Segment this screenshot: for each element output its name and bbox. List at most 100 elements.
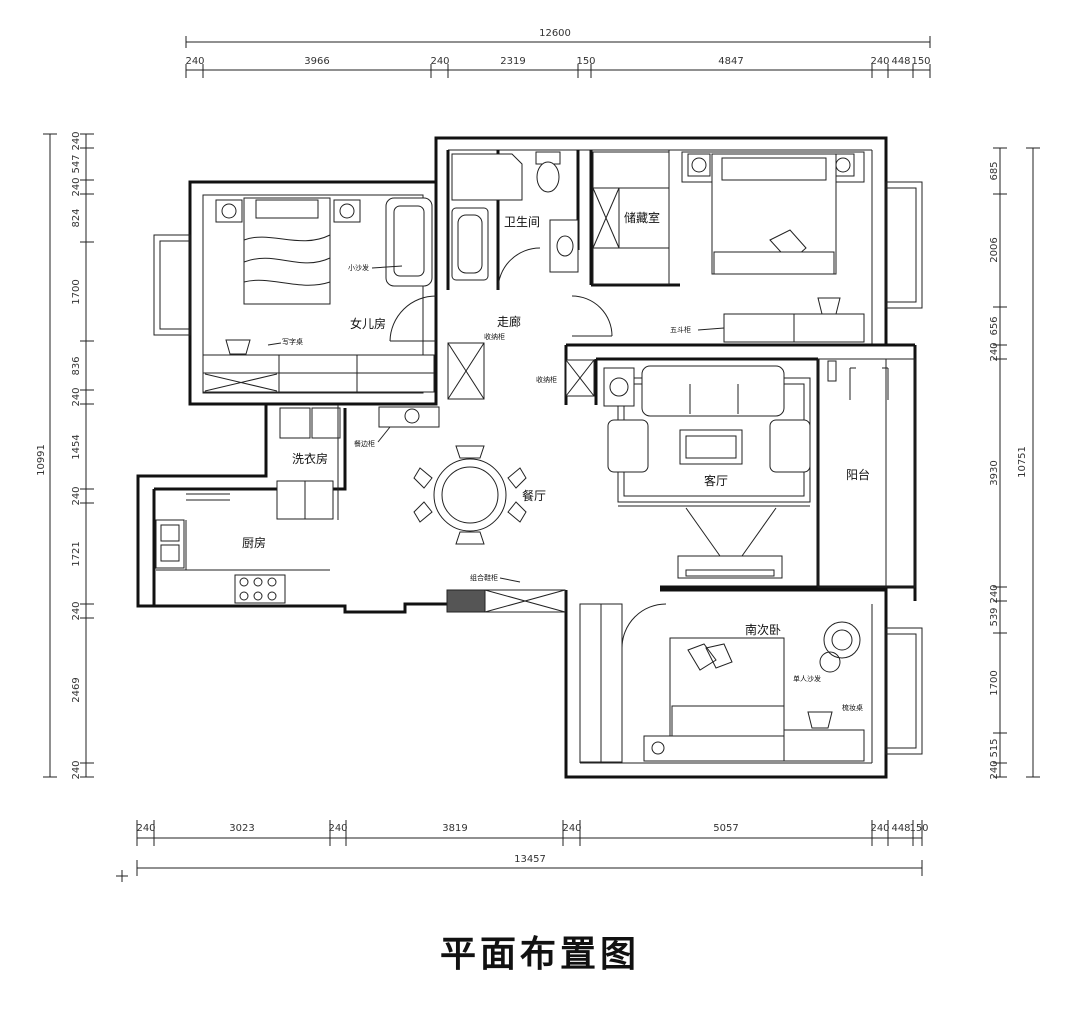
label-vanity: 梳妆桌 <box>842 703 863 712</box>
dining-table <box>433 458 507 532</box>
dim-left-5: 1700 <box>71 279 82 304</box>
dim-top-2: 3966 <box>304 56 329 67</box>
label-chest: 五斗柜 <box>670 325 691 334</box>
living-room-furniture <box>603 360 889 579</box>
dim-left-8: 1454 <box>71 434 82 459</box>
dim-left-10: 1721 <box>71 541 82 566</box>
label-desk: 写字桌 <box>282 337 303 346</box>
dim-right-10: 240 <box>989 760 1000 779</box>
bottom-dimensions: 240 3023 240 3819 240 5057 240 448 150 1… <box>116 820 929 882</box>
room-balcony: 阳台 <box>846 467 870 482</box>
storage-shelf-bottom <box>592 247 670 285</box>
toilet <box>536 161 560 193</box>
sofa <box>641 365 785 417</box>
dim-left-9: 240 <box>71 486 82 505</box>
corridor: 收纳柜 收纳柜 餐边柜 <box>354 295 613 448</box>
dim-top-5: 150 <box>576 56 595 67</box>
dim-top-1: 240 <box>185 56 204 67</box>
dim-left-1: 240 <box>71 131 82 150</box>
washer <box>279 407 311 439</box>
dim-left-total: 10991 <box>36 444 47 476</box>
single-sofa <box>823 621 861 659</box>
dim-bottom-2: 3023 <box>229 823 254 834</box>
windows <box>153 181 923 755</box>
sideboard <box>378 406 440 428</box>
dim-left-13: 240 <box>71 760 82 779</box>
daughter-room-furniture: 小沙发 写字桌 <box>202 197 435 393</box>
room-south-bedroom: 南次卧 <box>745 622 781 637</box>
dim-bottom-5: 240 <box>562 823 581 834</box>
dim-right-total: 10751 <box>1017 446 1028 478</box>
dim-top-6: 4847 <box>718 56 743 67</box>
plan-title: 平面布置图 <box>439 933 640 975</box>
dim-bottom-total: 13457 <box>514 854 546 865</box>
dim-left-12: 2469 <box>71 677 82 702</box>
dim-left-11: 240 <box>71 601 82 620</box>
dim-bottom-1: 240 <box>136 823 155 834</box>
room-bathroom: 卫生间 <box>504 215 540 229</box>
dim-top-9: 150 <box>911 56 930 67</box>
dim-left-4: 824 <box>71 208 82 227</box>
armchair-right <box>769 419 811 473</box>
left-dimensions: 10991 240 547 240 824 1700 836 240 1454 … <box>36 131 94 780</box>
dim-left-2: 547 <box>71 154 82 173</box>
storage-room-fixtures <box>592 150 670 285</box>
bathroom-fixtures <box>451 151 579 291</box>
dim-left-7: 240 <box>71 387 82 406</box>
dim-top-7: 240 <box>870 56 889 67</box>
shower <box>451 153 523 201</box>
dim-right-5: 3930 <box>989 460 1000 485</box>
dim-left-3: 240 <box>71 177 82 196</box>
dim-bottom-8: 448 <box>891 823 910 834</box>
kitchen-fixtures <box>155 493 330 604</box>
dim-right-9: 515 <box>989 738 1000 757</box>
sink-counter <box>549 219 579 273</box>
dim-right-4: 240 <box>989 342 1000 361</box>
tv-cabinet <box>677 555 783 579</box>
dim-bottom-6: 5057 <box>713 823 738 834</box>
label-combo-cabinet: 组合鞋柜 <box>470 573 498 582</box>
master-room-furniture: 五斗柜 <box>670 151 865 343</box>
armchair-left <box>607 419 649 473</box>
storage-shelf-top <box>592 151 670 189</box>
room-storage: 储藏室 <box>624 210 660 225</box>
label-storage-cabinet-2: 收纳柜 <box>536 375 557 384</box>
coffee-table <box>679 429 743 465</box>
vanity <box>783 729 865 762</box>
south-bedroom-furniture: 梳妆桌 单人沙发 <box>579 603 865 763</box>
room-dining: 餐厅 <box>522 488 546 503</box>
label-storage-cabinet: 收纳柜 <box>484 332 505 341</box>
dim-right-7: 539 <box>989 607 1000 626</box>
stove <box>234 574 286 604</box>
label-single-sofa: 单人沙发 <box>793 674 821 683</box>
label-sideboard: 餐边柜 <box>354 439 375 448</box>
room-corridor: 走廊 <box>497 314 521 329</box>
dim-top-8: 448 <box>891 56 910 67</box>
side-table <box>603 367 635 407</box>
room-living: 客厅 <box>704 473 728 488</box>
dim-right-6: 240 <box>989 584 1000 603</box>
bathtub <box>451 207 489 281</box>
dim-bottom-7: 240 <box>870 823 889 834</box>
dining-set <box>413 445 527 545</box>
dim-left-6: 836 <box>71 356 82 375</box>
room-labels: 女儿房 卫生间 储藏室 走廊 洗衣房 餐厅 客厅 阳台 厨房 南次卧 <box>242 210 870 637</box>
dim-top-3: 240 <box>430 56 449 67</box>
dim-top-total: 12600 <box>539 28 571 39</box>
dim-right-8: 1700 <box>989 670 1000 695</box>
dim-right-3: 656 <box>989 316 1000 335</box>
dim-bottom-3: 240 <box>328 823 347 834</box>
dim-right-1: 685 <box>989 161 1000 180</box>
room-kitchen: 厨房 <box>242 535 266 550</box>
dim-top-4: 2319 <box>500 56 525 67</box>
room-laundry: 洗衣房 <box>292 451 328 466</box>
top-dimensions: 12600 240 3966 240 2319 150 4847 240 448… <box>185 28 931 78</box>
combo-cabinet: 组合鞋柜 <box>446 573 566 613</box>
laundry-fixtures <box>276 405 341 520</box>
room-daughter: 女儿房 <box>350 316 386 331</box>
dim-bottom-9: 150 <box>909 823 928 834</box>
label-small-sofa: 小沙发 <box>348 263 369 272</box>
dim-right-2: 2006 <box>989 237 1000 262</box>
dim-bottom-4: 3819 <box>442 823 467 834</box>
